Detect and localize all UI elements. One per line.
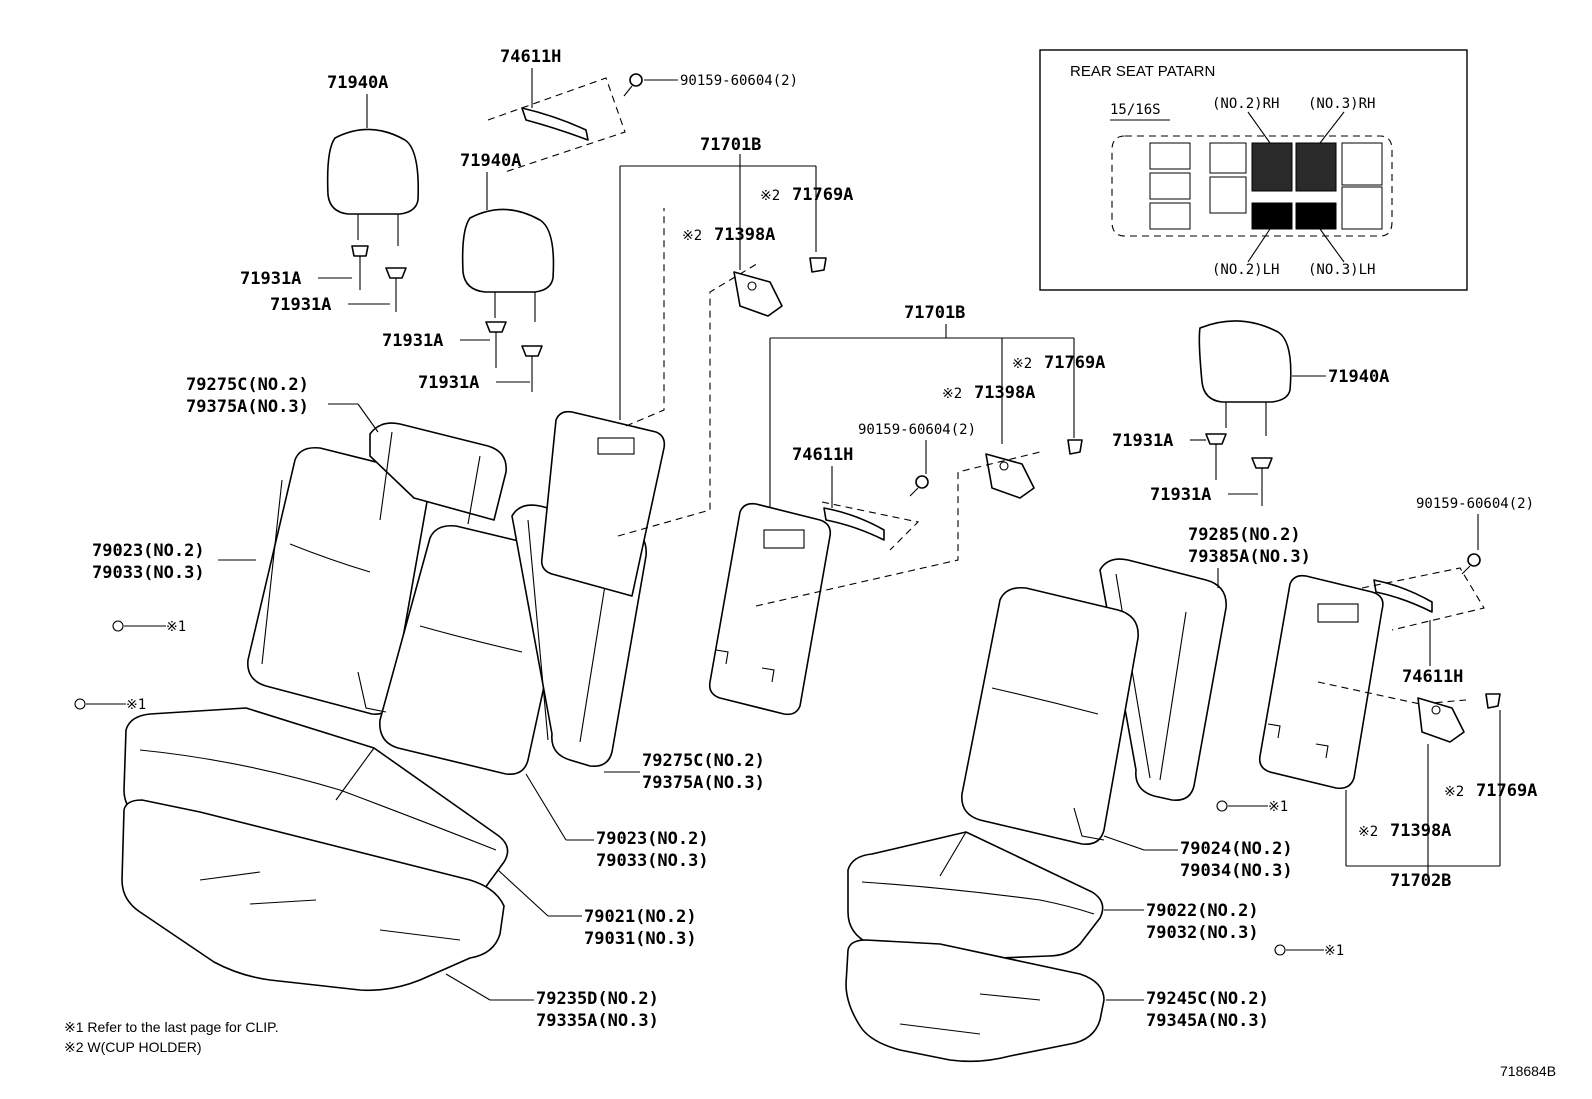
label-back-cover-top-1: 79275C(NO.2): [186, 375, 309, 395]
label-support-2a: 71931A: [382, 331, 443, 351]
label-right-back-pad-1: 79024(NO.2): [1180, 839, 1293, 859]
label-right-cushion-pad-1: 79245C(NO.2): [1146, 989, 1269, 1009]
seatback-board-mid: [708, 451, 1041, 716]
label-cushion-cover-1: 79021(NO.2): [584, 907, 697, 927]
clip-2: [1067, 439, 1083, 455]
inset-no2-lh: (NO.2)LH: [1212, 262, 1279, 278]
label-cushion-cover-2: 79031(NO.3): [584, 929, 697, 949]
bracket-71701b-1: [619, 165, 817, 420]
bracket-71702b: [1345, 710, 1501, 876]
ref2-e: ※2: [1444, 784, 1464, 800]
clip-ref-left: [74, 620, 166, 710]
label-board-3: 71702B: [1390, 871, 1451, 891]
label-holder-1: 71398A: [714, 225, 775, 245]
screw-2: [909, 475, 929, 497]
label-headrest-1: 71940A: [327, 73, 388, 93]
inset-variant: 15/16S: [1110, 102, 1161, 118]
seatback-board-left: [540, 208, 761, 597]
label-right-cushion-cover-1: 79022(NO.2): [1146, 901, 1259, 921]
label-right-cushion-pad-2: 79345A(NO.3): [1146, 1011, 1269, 1031]
label-clip-3: 71769A: [1476, 781, 1537, 801]
label-handle-1: 74611H: [500, 47, 561, 67]
seat-cushion-pad-left: [121, 799, 505, 992]
clip-3: [1485, 693, 1501, 709]
label-right-cushion-cover-2: 79032(NO.3): [1146, 923, 1259, 943]
clip-1: [809, 257, 827, 273]
label-screw-2: 90159-60604(2): [858, 422, 976, 438]
label-back-cover-mid-2: 79375A(NO.3): [642, 773, 765, 793]
bracket-71701b-2: [769, 337, 1075, 516]
label-support-3b: 71931A: [1150, 485, 1211, 505]
seat-cushion-pad-right: [845, 939, 1105, 1063]
headrest-supports-right: [1205, 433, 1273, 506]
screw-1: [623, 73, 643, 97]
inset-no3-lh: (NO.3)LH: [1308, 262, 1375, 278]
label-back-pad-left-2: 79033(NO.3): [92, 563, 205, 583]
label-support-3a: 71931A: [1112, 431, 1173, 451]
label-board-2: 71701B: [904, 303, 965, 323]
headrest-1: [326, 128, 420, 246]
label-support-2b: 71931A: [418, 373, 479, 393]
label-back-cover-mid-1: 79275C(NO.2): [642, 751, 765, 771]
ref2-f: ※2: [1358, 824, 1378, 840]
assist-grip-1: [487, 77, 626, 173]
ref1-b: ※1: [126, 697, 146, 713]
label-back-pad-mid-1: 79023(NO.2): [596, 829, 709, 849]
rear-seat-pattern-inset: REAR SEAT PATARN 15/16S (NO.2)RH (NO.3)R…: [1039, 49, 1468, 291]
label-board-1: 71701B: [700, 135, 761, 155]
seatback-pad-right: [961, 586, 1139, 846]
label-back-cover-top-2: 79375A(NO.3): [186, 397, 309, 417]
label-clip-2: 71769A: [1044, 353, 1105, 373]
footnote-2: ※2 W(CUP HOLDER): [64, 1039, 201, 1055]
seatback-pad-mid: [357, 524, 569, 776]
headrest-2: [461, 208, 555, 322]
seatback-cover-left: [369, 422, 507, 525]
label-cushion-pad-1: 79235D(NO.2): [536, 989, 659, 1009]
label-right-back-cover-1: 79285(NO.2): [1188, 525, 1301, 545]
label-right-back-pad-2: 79034(NO.3): [1180, 861, 1293, 881]
ref1-d: ※1: [1324, 943, 1344, 959]
seatback-board-right: [1258, 574, 1467, 790]
label-headrest-2: 71940A: [460, 151, 521, 171]
inset-no3-rh: (NO.3)RH: [1308, 96, 1375, 112]
label-support-1a: 71931A: [240, 269, 301, 289]
ref2-c: ※2: [1012, 356, 1032, 372]
headrest-supports-left: [351, 245, 543, 392]
footnote-1: ※1 Refer to the last page for CLIP.: [64, 1019, 279, 1035]
label-screw-3: 90159-60604(2): [1416, 496, 1534, 512]
cup-holder-1: [733, 271, 783, 317]
label-holder-3: 71398A: [1390, 821, 1451, 841]
diagram-id: 718684B: [1500, 1063, 1556, 1079]
cup-holder-2: [985, 453, 1035, 499]
label-back-pad-left-1: 79023(NO.2): [92, 541, 205, 561]
label-holder-2: 71398A: [974, 383, 1035, 403]
label-clip-1: 71769A: [792, 185, 853, 205]
label-back-pad-mid-2: 79033(NO.3): [596, 851, 709, 871]
assist-grip-2: [821, 501, 920, 551]
ref2-d: ※2: [942, 386, 962, 402]
label-support-1b: 71931A: [270, 295, 331, 315]
ref2-b: ※2: [682, 228, 702, 244]
label-handle-3: 74611H: [1402, 667, 1463, 687]
clip-ref-right: [1216, 800, 1324, 956]
inset-title: REAR SEAT PATARN: [1070, 63, 1215, 80]
assist-grip-3: [1361, 567, 1485, 631]
cup-holder-3: [1417, 697, 1465, 743]
label-headrest-3: 71940A: [1328, 367, 1389, 387]
label-right-back-cover-2: 79385A(NO.3): [1188, 547, 1311, 567]
ref1-a: ※1: [166, 619, 186, 635]
inset-no2-rh: (NO.2)RH: [1212, 96, 1279, 112]
ref2-a: ※2: [760, 188, 780, 204]
label-screw-1: 90159-60604(2): [680, 73, 798, 89]
headrest-3: [1198, 320, 1292, 436]
label-cushion-pad-2: 79335A(NO.3): [536, 1011, 659, 1031]
label-handle-2: 74611H: [792, 445, 853, 465]
screw-3: [1461, 553, 1481, 575]
ref1-c: ※1: [1268, 799, 1288, 815]
